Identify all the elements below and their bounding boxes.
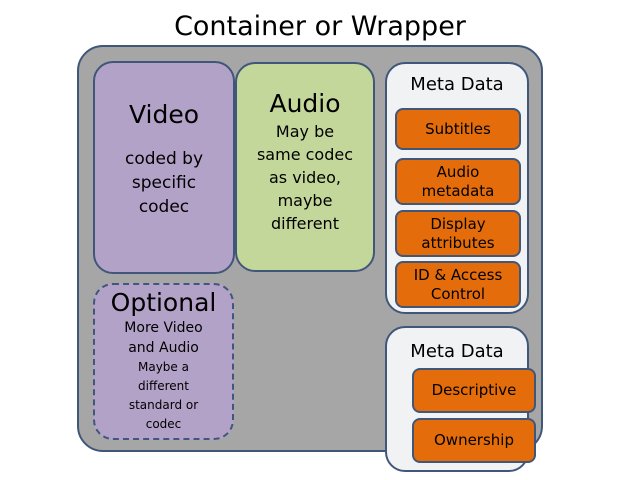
meta-item-label: metadata xyxy=(421,181,495,200)
optional-title: Optional xyxy=(110,288,217,317)
meta-item-label: Display xyxy=(430,214,486,233)
optional-box: Optional More Video and Audio Maybe a di… xyxy=(93,283,234,440)
audio-line: May be xyxy=(275,122,335,141)
optional-note-line: different xyxy=(138,379,189,393)
optional-line: and Audio xyxy=(128,340,199,356)
optional-note: Maybe a different standard or codec xyxy=(95,358,232,434)
meta-item-label: Audio xyxy=(436,162,480,181)
meta-item-audio-metadata: Audio metadata xyxy=(395,158,521,205)
meta-item-label: Descriptive xyxy=(431,381,517,399)
video-line: codec xyxy=(138,197,190,217)
video-line: specific xyxy=(131,173,197,193)
audio-description: May be same codec as video, maybe differ… xyxy=(237,120,373,235)
audio-title: Audio xyxy=(269,89,341,118)
optional-description: More Video and Audio xyxy=(95,318,232,358)
meta-item-label: attributes xyxy=(421,233,495,252)
meta-item-ownership: Ownership xyxy=(412,418,536,463)
meta-item-descriptive: Descriptive xyxy=(412,368,536,413)
audio-line: as video, xyxy=(268,168,341,187)
audio-box: Audio May be same codec as video, maybe … xyxy=(235,62,375,272)
meta-data-box-2: Meta Data Descriptive Ownership xyxy=(385,326,536,472)
meta-data-box-1: Meta Data Subtitles Audio metadata Displ… xyxy=(385,62,529,314)
optional-line: More Video xyxy=(124,320,203,336)
optional-note-line: Maybe a xyxy=(138,360,189,374)
meta-item-label: ID & Access xyxy=(413,265,503,284)
optional-note-line: standard or xyxy=(128,398,199,412)
meta-data-title: Meta Data xyxy=(410,74,504,95)
audio-line: different xyxy=(271,214,339,233)
meta-item-label: Ownership xyxy=(434,431,514,449)
meta-item-label: Subtitles xyxy=(425,119,491,138)
video-line: coded by xyxy=(124,149,204,169)
diagram-title: Container or Wrapper xyxy=(174,11,466,42)
meta-data-title: Meta Data xyxy=(410,341,504,362)
audio-line: same codec xyxy=(256,145,354,164)
optional-note-line: codec xyxy=(145,417,182,431)
video-box: Video coded by specific codec xyxy=(93,61,235,274)
meta-item-label: Control xyxy=(430,284,486,303)
audio-line: maybe xyxy=(277,191,333,210)
video-description: coded by specific codec xyxy=(95,147,233,219)
meta-item-subtitles: Subtitles xyxy=(395,108,521,150)
meta-item-display-attributes: Display attributes xyxy=(395,210,521,257)
video-title: Video xyxy=(128,100,200,129)
meta-item-id-access-control: ID & Access Control xyxy=(395,261,521,308)
